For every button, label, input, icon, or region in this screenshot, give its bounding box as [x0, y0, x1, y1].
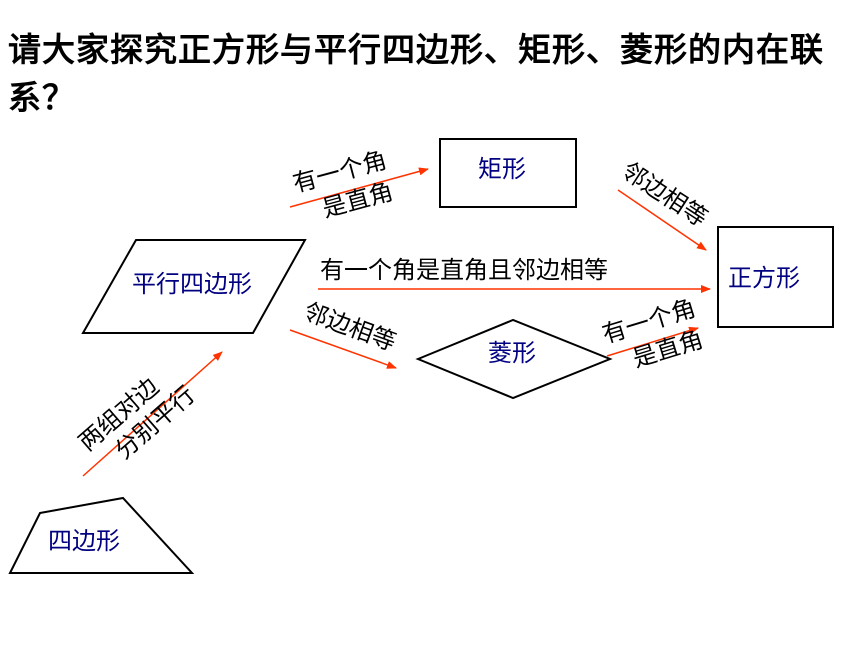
arrow-quad-to-para — [82, 351, 223, 477]
square-label: 正方形 — [728, 264, 800, 292]
quadrilateral-label: 四边形 — [48, 527, 120, 555]
arrow-rect-to-square — [617, 189, 707, 251]
rhombus-shape — [415, 318, 613, 400]
arrow-para-to-rhombus — [289, 329, 397, 369]
edge-label-para-square: 有一个角是直角且邻边相等 — [320, 256, 608, 284]
page-title: 请大家探究正方形与平行四边形、矩形、菱形的内在联系？ — [8, 30, 824, 117]
parallelogram-shape — [81, 239, 307, 334]
rectangle-shape — [439, 138, 577, 208]
quadrilateral-shape — [8, 496, 195, 574]
arrow-rhombus-to-square — [606, 326, 699, 357]
rectangle-label: 矩形 — [478, 155, 526, 183]
rhombus-label: 菱形 — [488, 339, 536, 367]
arrow-para-to-rect — [289, 167, 429, 208]
edge-label-para-rhombus: 邻边相等 — [300, 297, 400, 356]
parallelogram-label: 平行四边形 — [132, 270, 252, 298]
square-shape — [717, 226, 834, 328]
